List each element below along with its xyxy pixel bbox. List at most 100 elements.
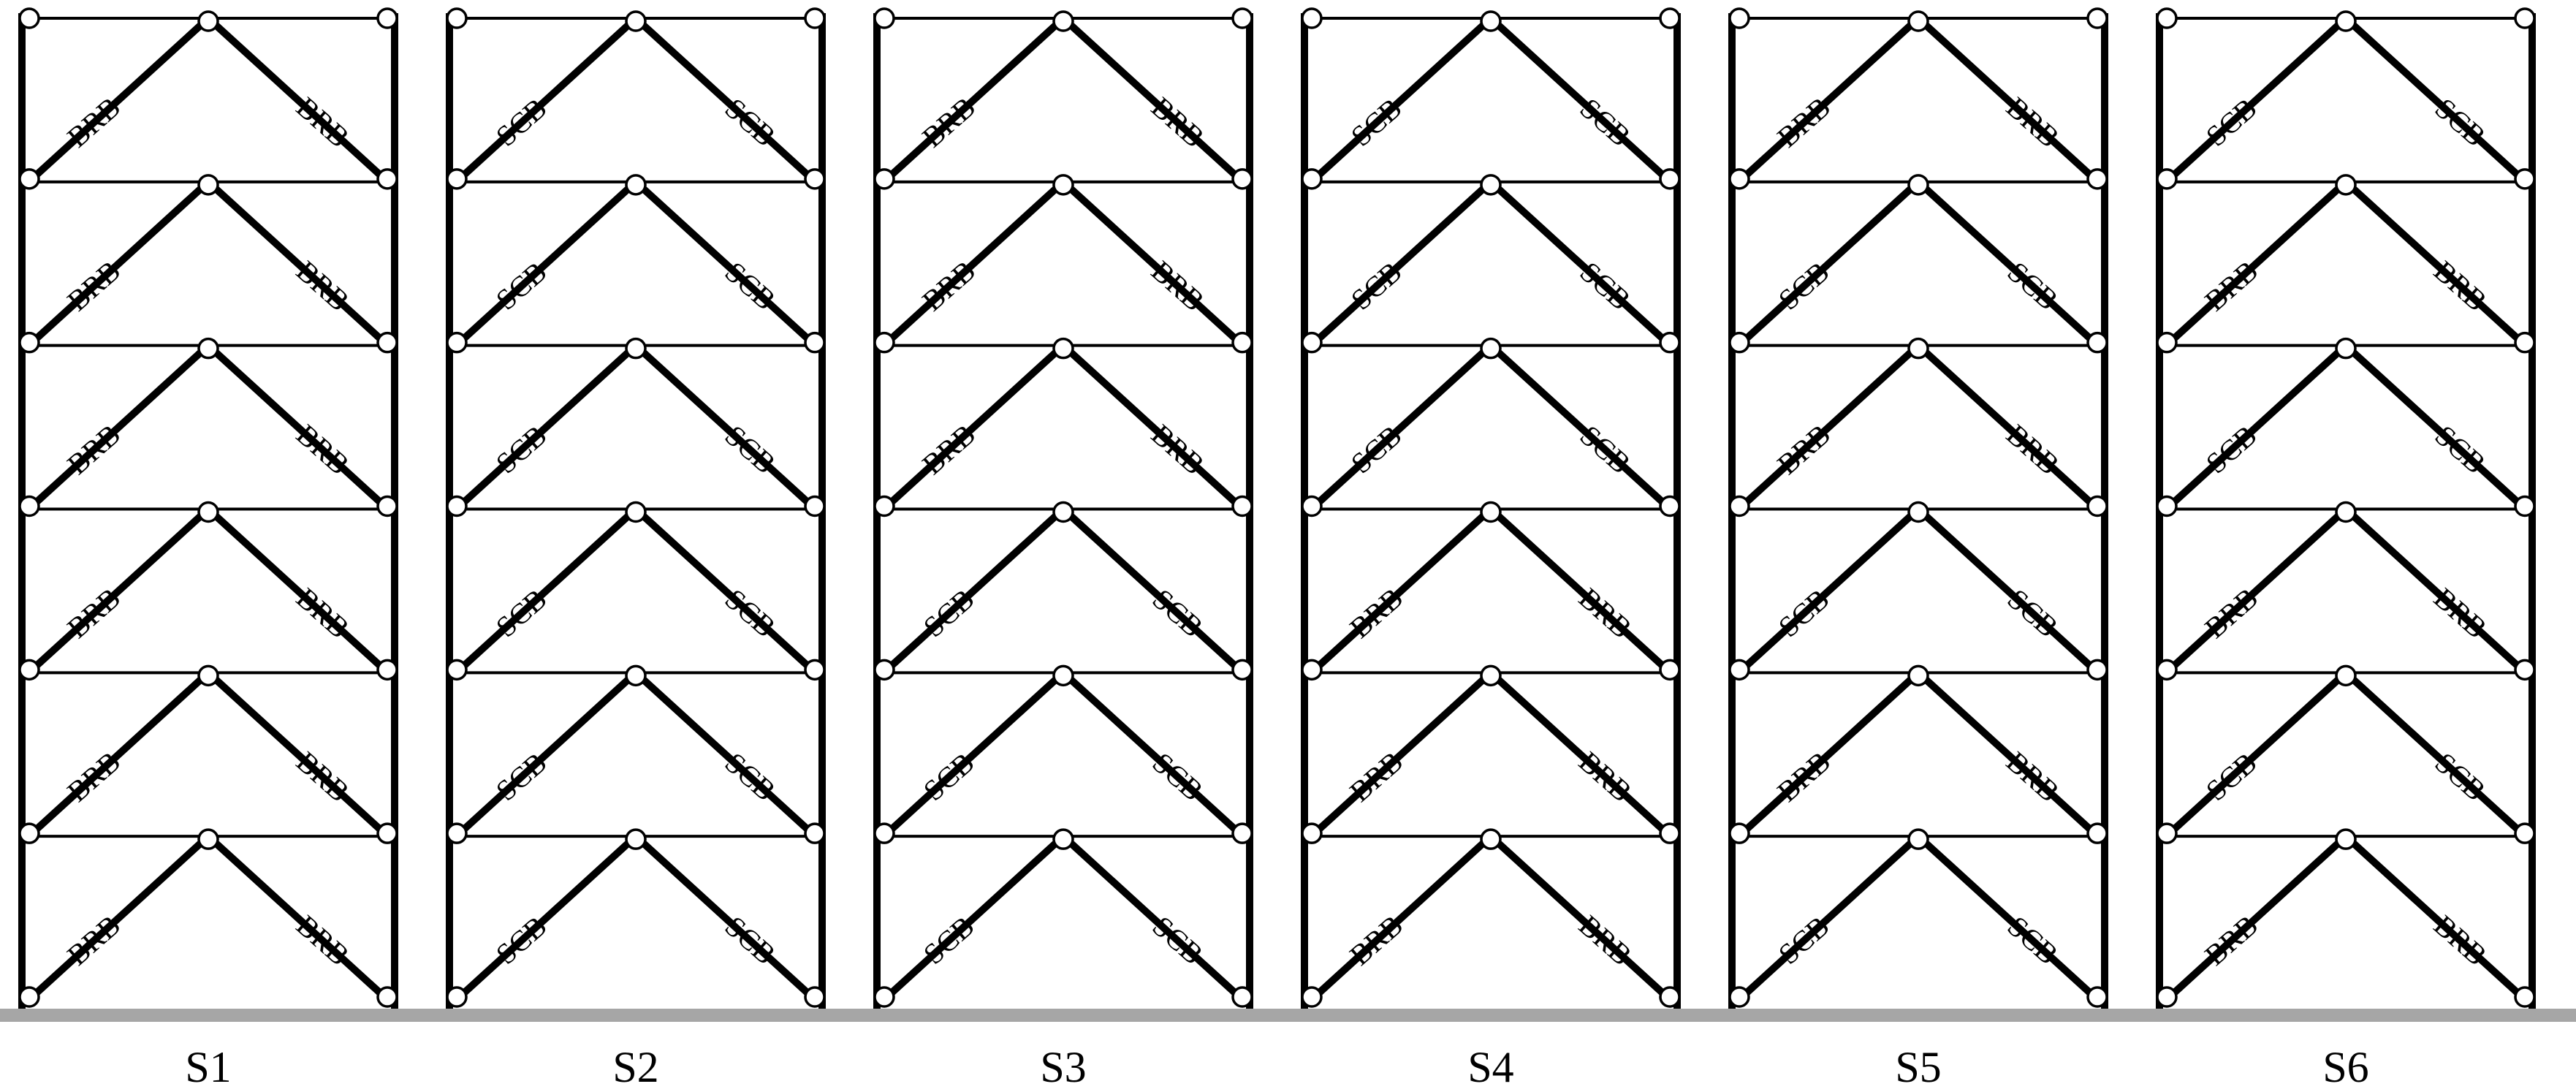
brace-right <box>205 15 387 181</box>
apex-joint <box>1052 828 1074 850</box>
apex-joint <box>1907 828 1929 850</box>
base-joint-right <box>376 986 398 1008</box>
base-joint-left <box>873 659 895 681</box>
apex-joint <box>1052 501 1074 523</box>
brace-right <box>205 178 387 345</box>
brace-left <box>885 15 1067 181</box>
base-joint-left <box>2156 822 2178 844</box>
brace-right <box>205 669 387 836</box>
brace-right <box>632 505 814 672</box>
apex-joint <box>625 337 647 360</box>
brace-right <box>205 505 387 672</box>
brace-left <box>1312 669 1494 836</box>
base-joint-right <box>804 495 826 517</box>
base-joint-right <box>2514 495 2536 517</box>
base-joint-right <box>1231 495 1253 517</box>
apex-joint <box>197 337 219 360</box>
base-joint-right <box>2086 331 2108 354</box>
roof-joint-right <box>804 7 826 29</box>
base-joint-right <box>1231 331 1253 354</box>
base-joint-left <box>18 495 40 517</box>
base-joint-left <box>2156 495 2178 517</box>
apex-joint <box>1480 501 1502 523</box>
apex-joint <box>197 174 219 196</box>
base-joint-right <box>376 331 398 354</box>
apex-joint <box>197 664 219 687</box>
brace-left <box>2167 178 2349 345</box>
base-joint-left <box>18 986 40 1008</box>
brace-right <box>1060 15 1242 181</box>
base-joint-right <box>1659 986 1681 1008</box>
apex-joint <box>2335 501 2357 523</box>
brace-left <box>1312 833 1494 999</box>
ground-line <box>0 1009 2576 1022</box>
brace-right <box>632 833 814 999</box>
base-joint-left <box>2156 168 2178 190</box>
base-joint-right <box>1231 986 1253 1008</box>
base-joint-left <box>1301 168 1323 190</box>
base-joint-left <box>18 168 40 190</box>
apex-joint <box>1907 10 1929 32</box>
apex-joint <box>1480 10 1502 32</box>
brace-left <box>30 15 212 181</box>
base-joint-right <box>376 495 398 517</box>
base-joint-right <box>1659 659 1681 681</box>
brace-left <box>457 669 639 836</box>
apex-joint <box>1052 10 1074 32</box>
brace-right <box>205 341 387 509</box>
base-joint-left <box>446 331 468 354</box>
base-joint-left <box>18 659 40 681</box>
apex-joint <box>1907 337 1929 360</box>
base-joint-left <box>873 168 895 190</box>
base-joint-left <box>1728 659 1750 681</box>
base-joint-left <box>1728 986 1750 1008</box>
apex-joint <box>2335 664 2357 687</box>
brace-right <box>2342 341 2524 509</box>
frame-label: S3 <box>1040 1043 1086 1091</box>
base-joint-right <box>2086 168 2108 190</box>
roof-joint-right <box>1231 7 1253 29</box>
brace-left <box>2167 833 2349 999</box>
brace-right <box>205 833 387 999</box>
base-joint-right <box>2514 659 2536 681</box>
brace-left <box>457 15 639 181</box>
brace-left <box>457 178 639 345</box>
brace-left <box>1740 341 1922 509</box>
brace-right <box>1060 341 1242 509</box>
apex-joint <box>1907 174 1929 196</box>
brace-right <box>1915 833 2097 999</box>
frame-label: S4 <box>1467 1043 1513 1091</box>
brace-right <box>632 669 814 836</box>
base-joint-right <box>804 822 826 844</box>
brace-left <box>1312 341 1494 509</box>
roof-joint-left <box>18 7 40 29</box>
apex-joint <box>625 828 647 850</box>
base-joint-left <box>873 331 895 354</box>
base-joint-right <box>804 331 826 354</box>
base-joint-right <box>1659 495 1681 517</box>
base-joint-left <box>1728 168 1750 190</box>
brace-left <box>2167 341 2349 509</box>
base-joint-left <box>1301 659 1323 681</box>
frame-label: S6 <box>2322 1043 2368 1091</box>
base-joint-left <box>446 822 468 844</box>
apex-joint <box>2335 337 2357 360</box>
brace-right <box>1060 669 1242 836</box>
